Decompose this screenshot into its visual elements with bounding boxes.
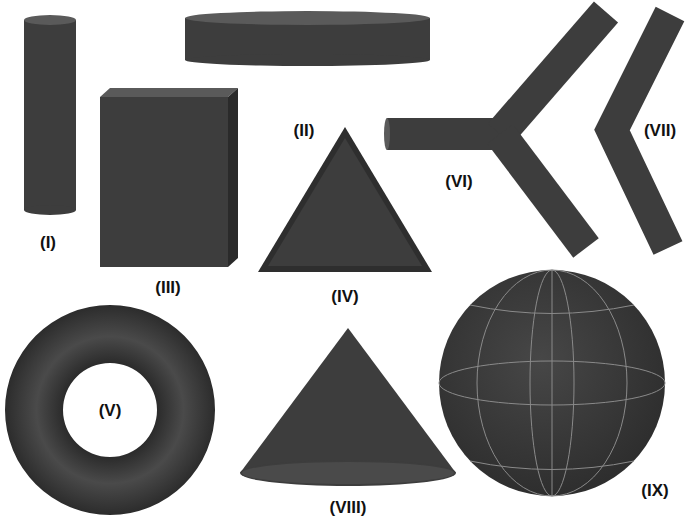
disc [185,11,430,66]
torus [5,305,215,515]
shape-label: (III) [153,278,183,297]
shape-label: (II) [292,121,317,140]
shape-label: (VI) [443,172,474,191]
shape-label: (IV) [329,287,360,306]
shape-label: (V) [97,401,124,420]
shape-label: (VII) [642,121,678,140]
cylinder [24,15,76,215]
shape-label: (IX) [639,481,670,500]
y-shape [384,12,606,248]
cone [240,328,456,486]
shape-label: (VIII) [328,498,369,517]
sphere [439,270,665,496]
cuboid [100,88,238,267]
shape-label: (I) [38,233,58,252]
